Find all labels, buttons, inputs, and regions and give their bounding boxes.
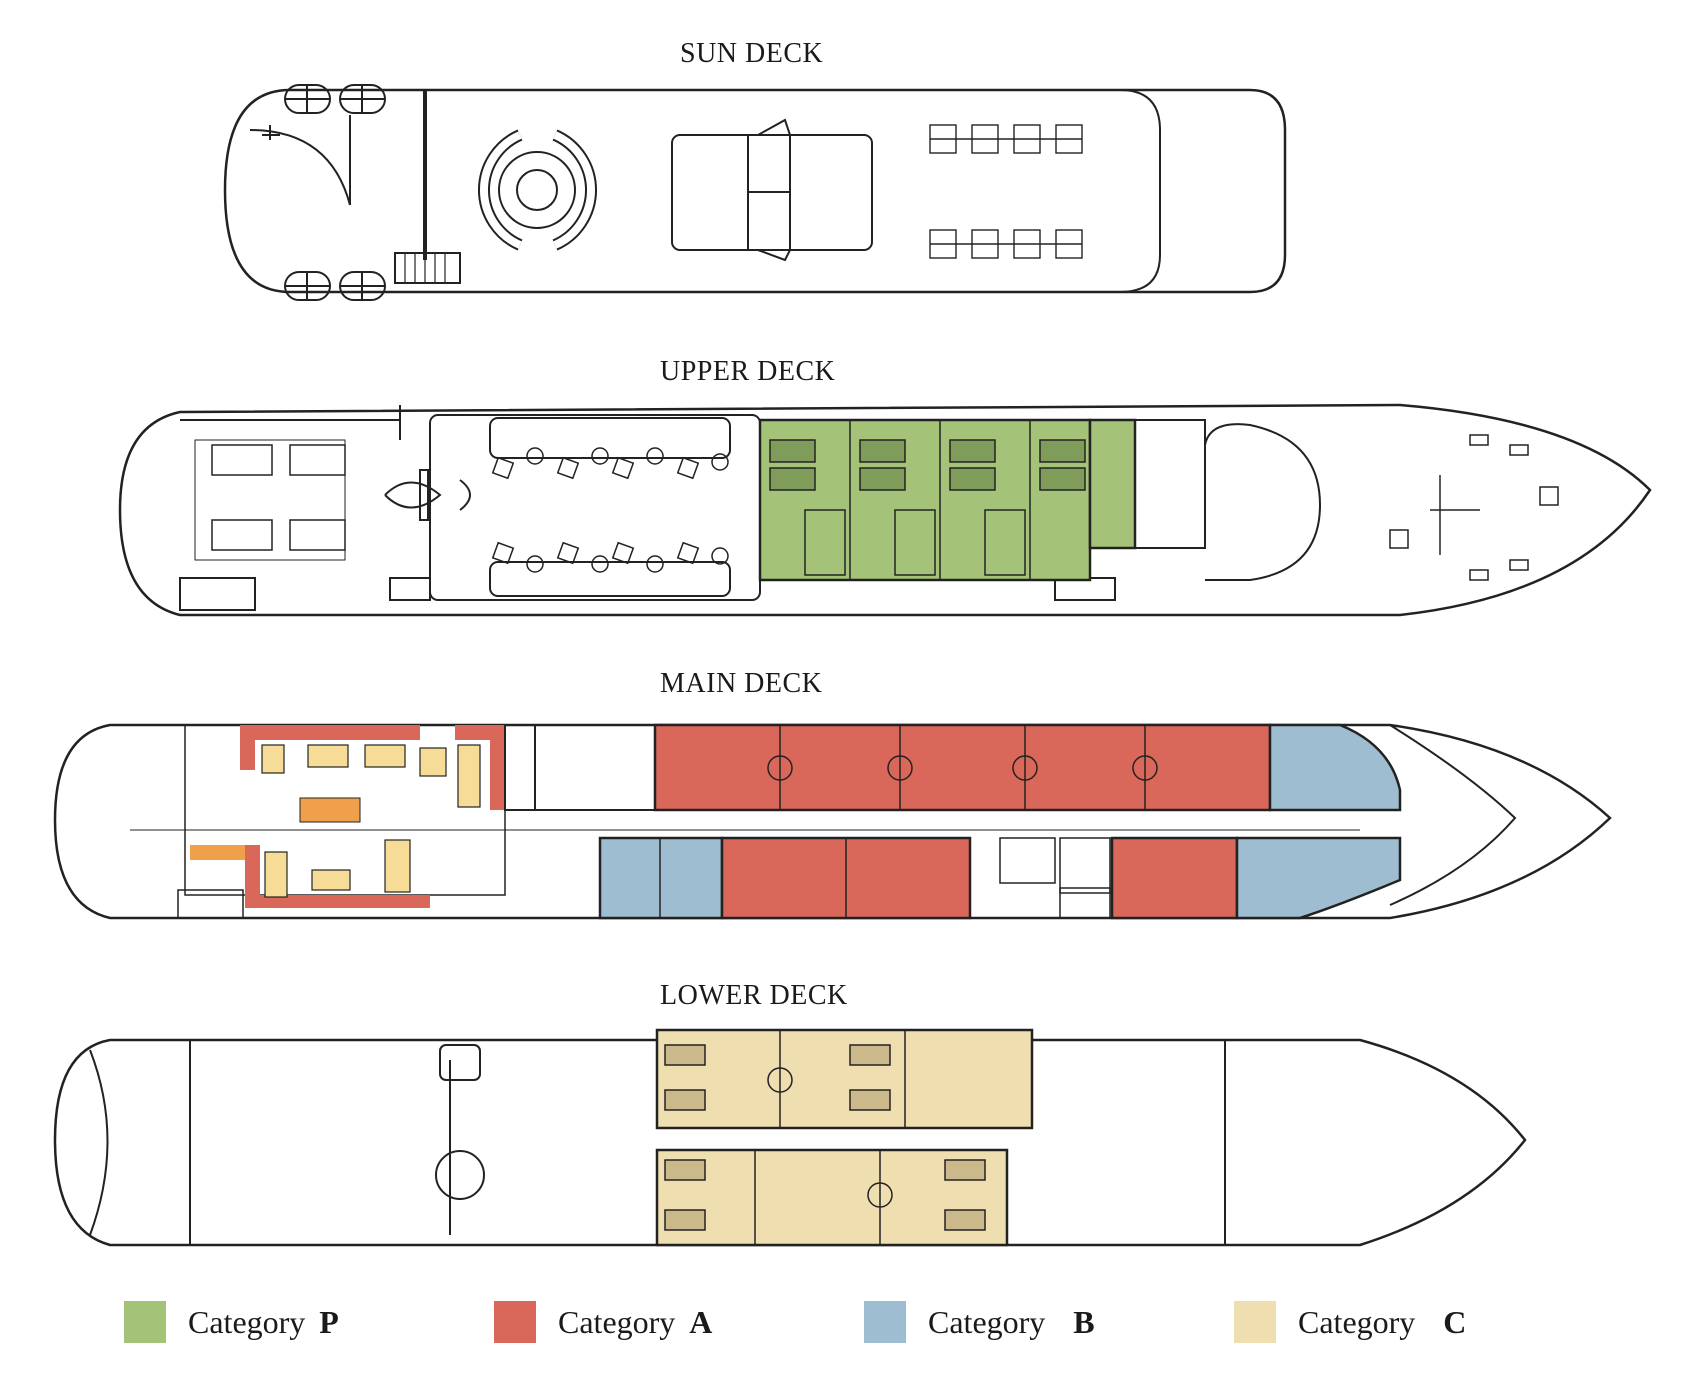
- sun-deck: [223, 84, 1287, 301]
- upper-lounge: [429, 414, 761, 601]
- upper-deck: [118, 403, 1652, 617]
- sun-stairs: [394, 252, 461, 284]
- category-b-swatch: [864, 1301, 906, 1343]
- legend-label: Category: [188, 1303, 306, 1340]
- hot-tub: [477, 129, 598, 251]
- restaurant: [184, 724, 506, 908]
- category-b-cabins-lower-aft: [598, 836, 724, 920]
- category-p-swatch: [124, 1301, 166, 1343]
- legend-category-c: Category C: [1234, 1300, 1466, 1344]
- legend-category-b: Category B: [864, 1300, 1095, 1344]
- legend-category-a: Category A: [494, 1300, 712, 1344]
- category-a-cabins-upper: [653, 723, 1272, 812]
- category-c-swatch: [1234, 1301, 1276, 1343]
- lower-deck-title: LOWER DECK: [660, 980, 848, 1011]
- lower-deck: [53, 1028, 1527, 1247]
- legend-code: C: [1443, 1303, 1467, 1340]
- category-b-cabins-upper: [1268, 723, 1402, 812]
- category-c-cabins: [655, 1028, 1034, 1247]
- lounge-tables: [491, 447, 729, 573]
- legend-code: P: [319, 1303, 339, 1340]
- main-deck: [53, 723, 1612, 920]
- sun-loungers: [929, 124, 1083, 259]
- category-p-cabins: [758, 418, 1137, 582]
- legend-label: Category: [558, 1303, 676, 1340]
- category-a-swatch: [494, 1301, 536, 1343]
- main-deck-title: MAIN DECK: [660, 668, 823, 699]
- life-ring-icons: [284, 84, 386, 301]
- legend-code: B: [1073, 1303, 1095, 1340]
- category-a-cabins-lower: [720, 836, 1239, 920]
- legend-label: Category: [928, 1303, 1046, 1340]
- legend-label: Category: [1298, 1303, 1416, 1340]
- legend-category-p: Category P: [124, 1300, 339, 1344]
- sun-deck-title: SUN DECK: [680, 38, 824, 69]
- category-b-cabins-lower-fore: [1235, 836, 1402, 920]
- legend-code: A: [689, 1303, 713, 1340]
- foredeck-equipment: [1389, 434, 1559, 581]
- aft-dining-tables: [194, 439, 346, 561]
- upper-deck-title: UPPER DECK: [660, 356, 836, 387]
